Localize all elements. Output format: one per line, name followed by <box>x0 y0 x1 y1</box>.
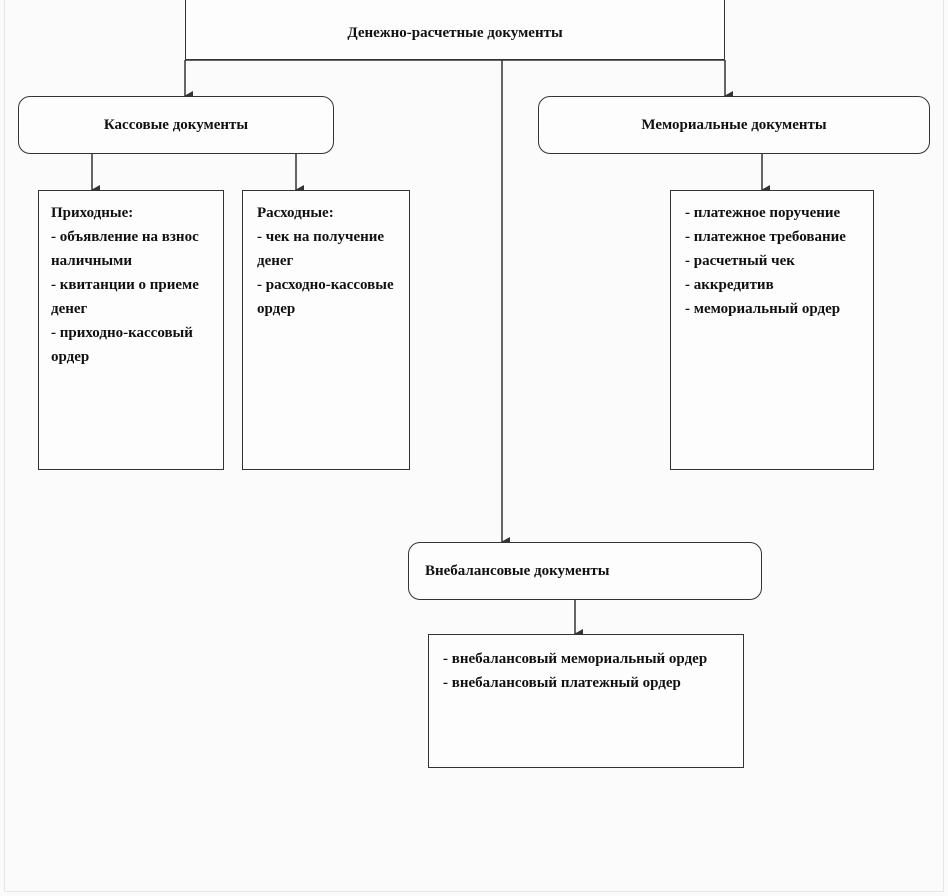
incoming-box: Приходные: - объявление на взнос наличны… <box>38 190 224 470</box>
memorial-item: - платежное поручение <box>685 205 841 221</box>
memorial-item: - платежное требование <box>685 229 846 245</box>
incoming-item: - квитанции о приеме денег <box>51 277 199 317</box>
page-frame <box>4 0 944 892</box>
offbalance-documents-title: Внебалансовые документы <box>425 563 610 579</box>
offbalance-list-box: - внебалансовый мемориальный ордер - вне… <box>428 634 744 768</box>
offbalance-documents-box: Внебалансовые документы <box>408 542 762 600</box>
outgoing-item: - чек на получение денег <box>257 229 385 269</box>
root-box: Денежно-расчетные документы <box>185 0 725 60</box>
cash-documents-box: Кассовые документы <box>18 96 334 154</box>
cash-documents-title: Кассовые документы <box>103 117 249 133</box>
memorial-list-box: - платежное поручение - платежное требов… <box>670 190 874 470</box>
outgoing-box: Расходные: - чек на получение денег - ра… <box>242 190 410 470</box>
offbalance-item: - внебалансовый платежный ордер <box>443 675 681 691</box>
offbalance-item: - внебалансовый мемориальный ордер <box>443 651 708 667</box>
outgoing-header: Расходные: <box>257 205 334 221</box>
root-title: Денежно-расчетные документы <box>347 25 563 41</box>
incoming-item: - объявление на взнос наличными <box>51 229 199 269</box>
memorial-item: - аккредитив <box>685 277 774 293</box>
outgoing-item: - расходно-кассовые ордер <box>257 277 394 317</box>
memorial-documents-title: Мемориальные документы <box>641 117 827 133</box>
incoming-item: - приходно-кассовый ордер <box>51 325 193 365</box>
memorial-item: - расчетный чек <box>685 253 795 269</box>
memorial-documents-box: Мемориальные документы <box>538 96 930 154</box>
incoming-header: Приходные: <box>51 205 134 221</box>
memorial-item: - мемориальный ордер <box>685 301 841 317</box>
